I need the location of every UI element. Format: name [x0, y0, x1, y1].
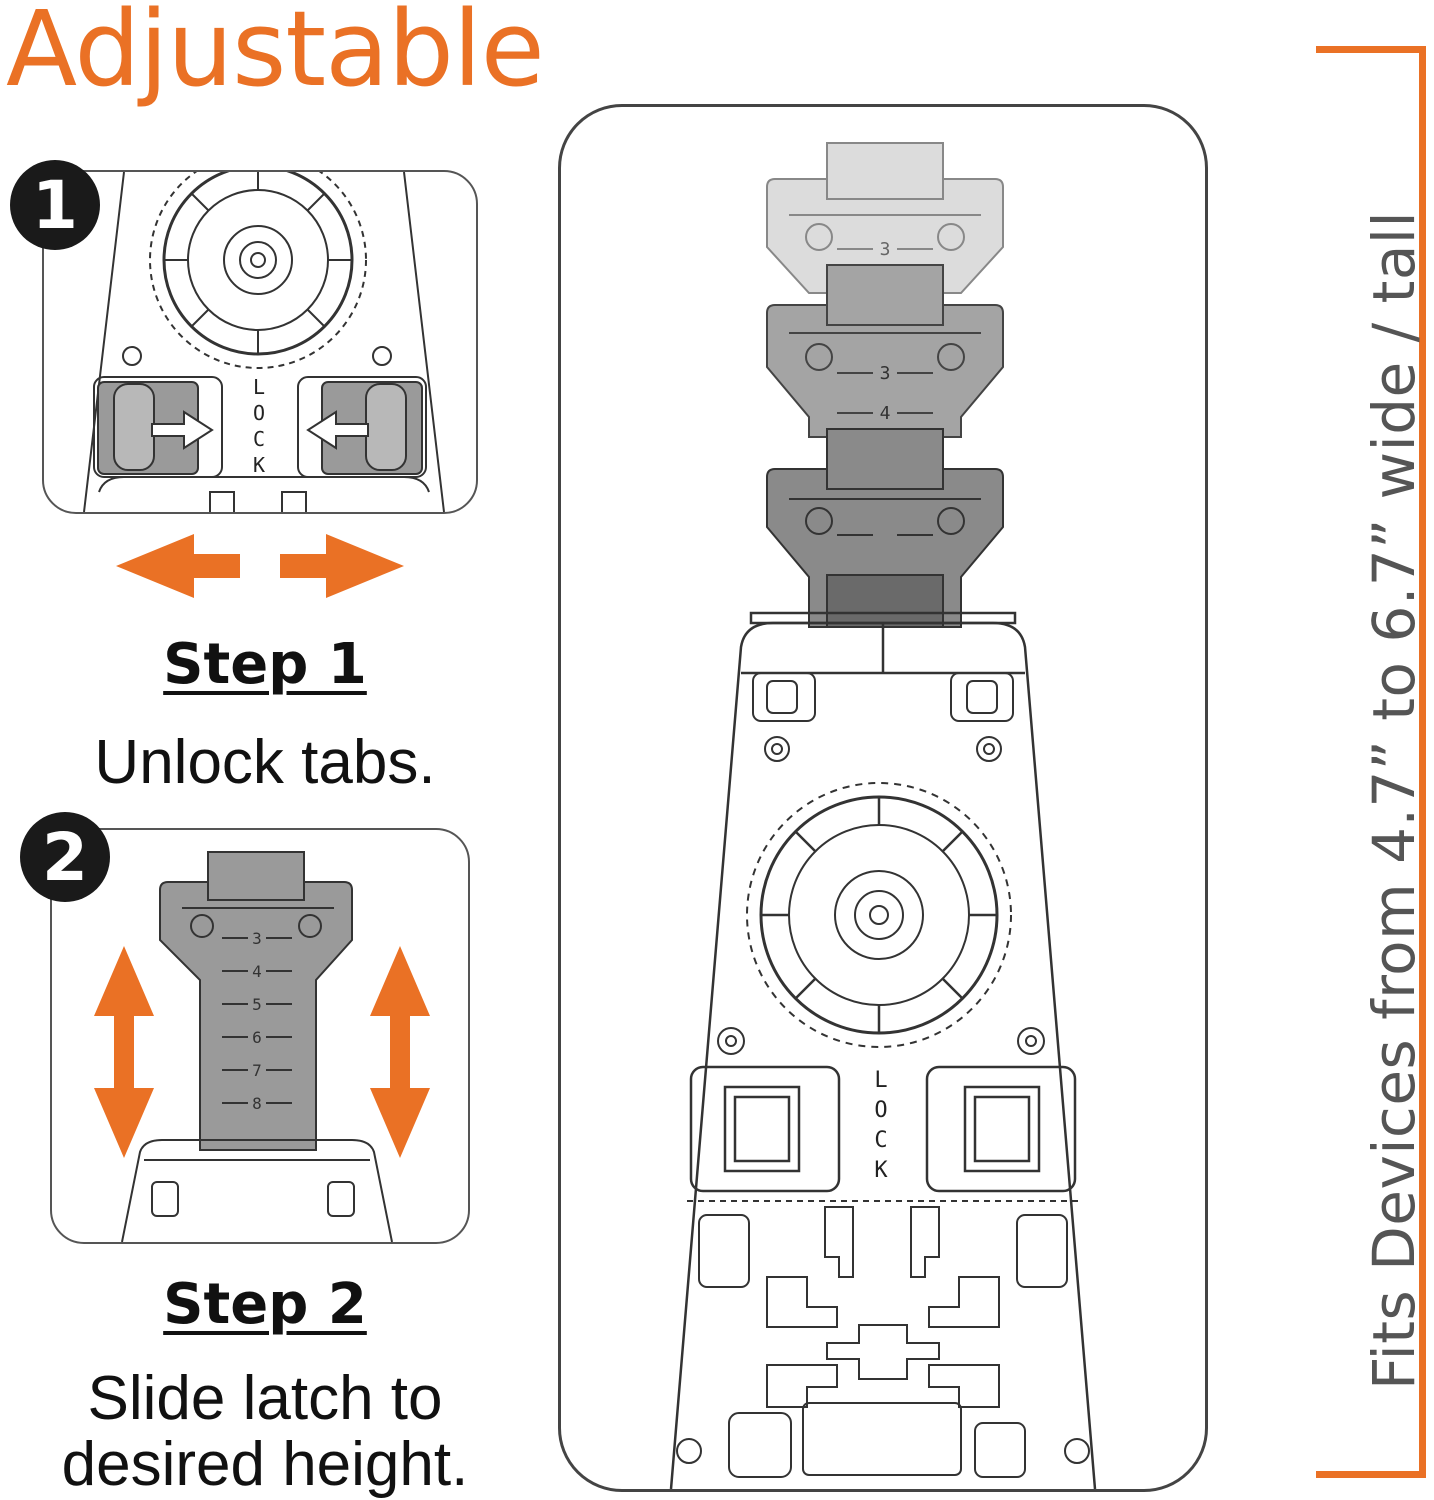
mount-main-illustration: 3 3 4 [669, 142, 1097, 1489]
lock-label-char: C [253, 427, 265, 451]
step1-description: Unlock tabs. [94, 728, 436, 797]
step-badge-icon: 1 [10, 160, 100, 250]
mount-unlock-illustration: L O C K [83, 172, 445, 512]
scale-mark: 3 [880, 239, 891, 260]
lock-label-char: K [253, 453, 265, 477]
lock-label-char: O [874, 1098, 887, 1123]
lock-label-char: C [874, 1128, 887, 1153]
page-title: Adjustable [6, 0, 545, 110]
step1-illustration-panel: L O C K [42, 170, 478, 514]
height-scale: 3 4 5 6 7 8 [222, 929, 292, 1113]
scale-mark: 8 [252, 1094, 262, 1113]
scale-mark: 5 [252, 995, 262, 1014]
scale-mark: 3 [252, 929, 262, 948]
step2-description: Slide latch to desired height. [61, 1364, 469, 1499]
scale-mark: 7 [252, 1061, 262, 1080]
step-badge-icon: 2 [20, 812, 110, 902]
suction-dial [149, 172, 367, 369]
latch-slider [159, 851, 353, 1151]
mount-main-illustration-panel: 3 3 4 [558, 104, 1208, 1492]
lock-label-char: O [253, 401, 265, 425]
latch-mid-position: 3 4 [766, 264, 1004, 438]
lock-label-char: L [253, 375, 265, 399]
right-lock-tab [297, 376, 427, 478]
arrow-up-down-icon [94, 946, 430, 1158]
device-size-text: Fits Devices from 4.7” to 6.7” wide / ta… [1360, 210, 1428, 1390]
mount-body [669, 611, 1097, 1489]
size-range-bracket [1316, 46, 1426, 1478]
scale-mark: 3 [880, 363, 891, 384]
suction-dial [746, 782, 1012, 1048]
step2-illustration-panel: 3 4 5 6 7 8 [50, 828, 470, 1244]
latch-slide-illustration: 3 4 5 6 7 8 [94, 851, 430, 1242]
scale-mark: 4 [252, 962, 262, 981]
scale-mark: 6 [252, 1028, 262, 1047]
lock-label-char: L [874, 1068, 887, 1093]
right-lock-tab [925, 1065, 1077, 1193]
scale-mark: 4 [880, 403, 891, 424]
left-lock-tab [689, 1065, 841, 1193]
step2-title: Step 2 [163, 1272, 367, 1337]
arrow-left-right-icon [116, 534, 404, 598]
step1-title: Step 1 [163, 632, 367, 697]
lock-label-char: K [874, 1158, 888, 1183]
latch-active-position [766, 428, 1004, 628]
left-lock-tab [93, 376, 223, 478]
